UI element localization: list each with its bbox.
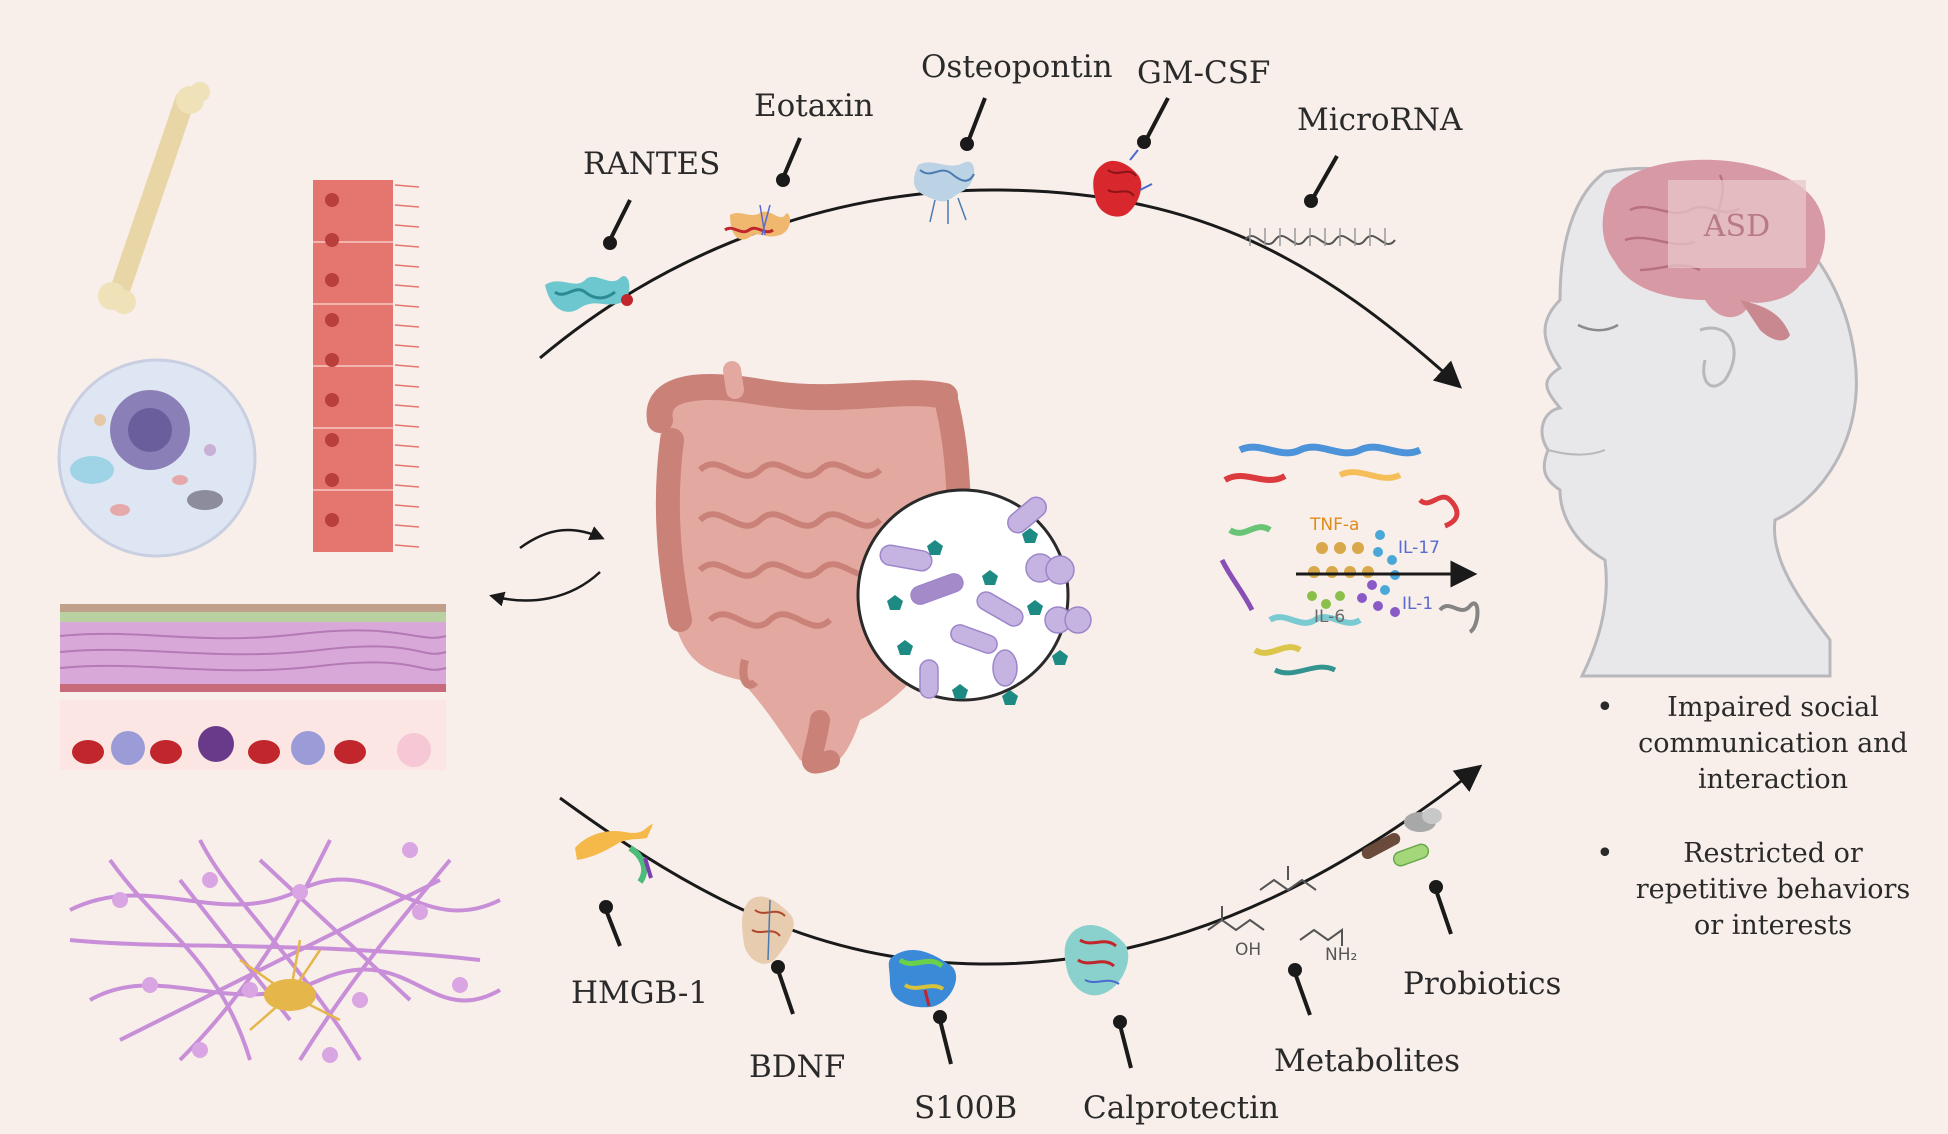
bottom-pointer-dots xyxy=(599,880,1443,1029)
neural-network-icon xyxy=(69,839,501,1063)
bottom-pointers xyxy=(604,889,1453,1069)
label-il6: IL-6 xyxy=(1314,607,1345,627)
cell-icon xyxy=(57,358,257,558)
outcomes-list: Impaired social communication and intera… xyxy=(1590,690,1920,982)
bidirectional-arrows xyxy=(489,526,605,607)
probiotics-icon xyxy=(1361,808,1442,867)
gut-icon xyxy=(646,361,971,774)
eotaxin-protein-icon xyxy=(724,204,790,240)
epithelium-icon xyxy=(313,180,420,552)
bone-icon xyxy=(98,82,210,314)
brain-label-asd: ASD xyxy=(1703,209,1770,244)
top-arc-arrow xyxy=(539,188,1463,389)
blood-vessel-icon xyxy=(59,604,447,770)
bdnf-protein-icon xyxy=(742,896,794,964)
gm-csf-protein-icon xyxy=(1093,149,1153,217)
label-s100b: S100B xyxy=(914,1090,1017,1126)
cytokine-cluster: TNF-a IL-17 IL-1 IL-6 xyxy=(1219,443,1480,676)
label-gm-csf: GM-CSF xyxy=(1137,55,1270,91)
s100b-protein-icon xyxy=(888,949,957,1008)
label-eotaxin: Eotaxin xyxy=(754,88,874,124)
label-microrna: MicroRNA xyxy=(1297,102,1463,138)
label-bdnf: BDNF xyxy=(749,1049,845,1085)
top-pointers xyxy=(608,97,1339,241)
metabolites-icon: OH NH₂ xyxy=(1207,866,1357,965)
osteopontin-protein-icon xyxy=(913,161,975,224)
label-osteopontin: Osteopontin xyxy=(921,49,1113,85)
label-il17: IL-17 xyxy=(1398,538,1440,558)
rantes-protein-icon xyxy=(545,275,633,312)
brain-icon: ASD xyxy=(1602,159,1826,341)
label-calprotectin: Calprotectin xyxy=(1083,1090,1279,1126)
microrna-icon xyxy=(1244,228,1396,246)
calprotectin-protein-icon xyxy=(1064,925,1129,996)
top-pointer-dots xyxy=(603,135,1318,250)
label-probiotics: Probiotics xyxy=(1403,966,1561,1002)
bottom-arc-arrow xyxy=(559,764,1483,966)
outcome-behaviors: Restricted or repetitive behaviors or in… xyxy=(1590,836,1920,944)
svg-text:OH: OH xyxy=(1235,940,1261,960)
label-il1: IL-1 xyxy=(1402,594,1433,614)
label-metabolites: Metabolites xyxy=(1274,1043,1460,1079)
label-rantes: RANTES xyxy=(583,146,720,182)
microbiota-circle xyxy=(856,488,1092,705)
outcome-social: Impaired social communication and intera… xyxy=(1590,690,1920,798)
label-tnf: TNF-a xyxy=(1309,515,1359,535)
hmgb1-protein-icon xyxy=(575,824,653,884)
label-hmgb1: HMGB-1 xyxy=(571,975,708,1011)
svg-text:NH₂: NH₂ xyxy=(1325,945,1357,965)
